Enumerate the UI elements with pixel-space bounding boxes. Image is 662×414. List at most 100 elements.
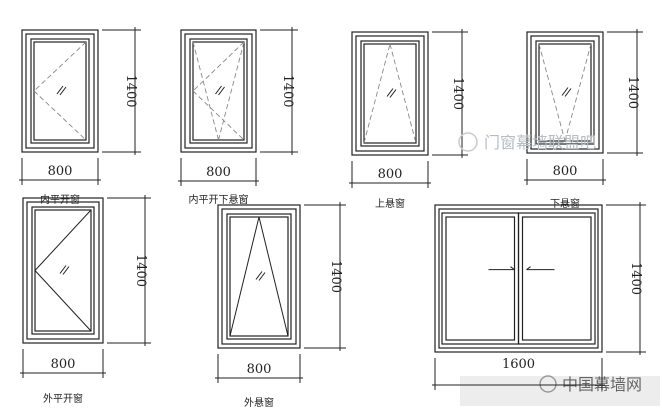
opening-line: [34, 270, 92, 332]
opening-line: [258, 216, 289, 337]
width-dimension: 800: [215, 354, 303, 383]
opening-line: [363, 43, 391, 144]
glass-mark: [59, 86, 67, 96]
width-dim-text: 800: [48, 164, 73, 179]
height-dim-text: 1400: [625, 76, 640, 109]
right-glass: [521, 216, 592, 341]
watermark-1: 门窗幕墙联盟吧: [458, 132, 596, 152]
glass: [229, 216, 289, 337]
outer-frame: [434, 204, 603, 353]
height-dim-text: 1400: [450, 77, 465, 110]
watermark-band: [460, 376, 660, 406]
width-dim-text: 1600: [502, 357, 535, 372]
height-dim-text: 1400: [628, 262, 643, 295]
sash: [535, 40, 595, 145]
glass-mark: [386, 88, 394, 97]
window-outward-top-hung: 1400 800 外悬窗: [215, 202, 346, 409]
chat-logo-icon: [539, 375, 557, 393]
left-glass: [445, 216, 516, 341]
opening-line: [564, 43, 592, 142]
opening-line: [192, 41, 219, 141]
frame-inner: [355, 35, 425, 152]
height-dimension: 1400: [304, 202, 346, 351]
opening-line: [192, 90, 245, 141]
opening-line: [229, 216, 260, 337]
chat-logo-icon: [458, 132, 478, 152]
width-dim-text: 800: [378, 167, 403, 182]
height-dim-text: 1400: [328, 260, 343, 293]
width-dimension: 800: [524, 159, 606, 185]
height-dimension: 1400: [607, 29, 643, 156]
window-inward-casement: 1400 800 内平开窗: [19, 27, 141, 206]
window-sliding: 1400 1600: [432, 202, 646, 390]
sash: [31, 206, 95, 335]
glass: [192, 41, 245, 141]
frame-inner: [26, 201, 100, 340]
glass-mark: [564, 88, 572, 97]
right-sash: [517, 212, 596, 345]
outer-frame: [217, 204, 301, 349]
glass-mark: [389, 89, 397, 98]
glass: [33, 41, 87, 141]
window-label: 下悬窗: [550, 197, 580, 210]
glass-mark: [62, 266, 70, 275]
opening-line: [389, 43, 417, 144]
glass: [34, 209, 92, 332]
height-dim-text: 1400: [280, 74, 295, 107]
width-dimension: 800: [19, 158, 101, 185]
width-dimension: 800: [20, 349, 106, 378]
glass: [538, 43, 592, 142]
sash: [189, 38, 248, 144]
window-label: 上悬窗: [375, 197, 405, 210]
outer-frame: [21, 29, 99, 153]
height-dimension: 1400: [107, 195, 151, 346]
left-sash: [441, 212, 520, 345]
width-dim-text: 800: [247, 362, 272, 377]
width-dimension: 800: [178, 158, 259, 186]
frame-inner: [184, 33, 253, 149]
watermark-text-1: 门窗幕墙联盟吧: [484, 133, 596, 152]
width-dimension: 800: [349, 161, 431, 188]
window-bottom-hung: 1400 800 下悬窗: [524, 29, 643, 210]
watermark-2: 中国幕墙网: [460, 375, 660, 406]
opening-line: [538, 43, 566, 142]
height-dimension: 1400: [102, 27, 141, 155]
window-label: 内平开下悬窗: [189, 193, 249, 206]
glass-mark: [59, 265, 67, 274]
frame-inner: [25, 33, 95, 149]
width-dimension: 1600: [432, 357, 605, 390]
opening-line: [218, 41, 245, 141]
opening-line: [33, 41, 87, 92]
window-outward-casement: 1400 800 外平开窗: [20, 195, 151, 405]
outer-frame: [180, 29, 257, 153]
frame-inner: [530, 35, 600, 150]
height-dimension: 1400: [606, 202, 646, 355]
glass-mark: [255, 271, 263, 280]
window-tilt-turn: 1400 800 内平开下悬窗: [178, 27, 298, 206]
opening-line: [33, 90, 87, 141]
sash: [226, 213, 292, 340]
frame-inner: [221, 208, 297, 345]
width-dim-text: 800: [51, 357, 76, 372]
opening-line: [34, 209, 92, 271]
arrow-left-icon: [526, 266, 531, 271]
window-label: 外平开窗: [43, 392, 83, 405]
height-dimension: 1400: [432, 29, 468, 158]
window-label: 外悬窗: [244, 396, 274, 409]
window-label: 内平开窗: [40, 193, 80, 206]
frame-inner: [438, 208, 599, 349]
width-dim-text: 800: [553, 164, 578, 179]
glass-mark: [561, 87, 569, 96]
window-top-hung: 1400 800 上悬窗: [349, 29, 468, 210]
width-dim-text: 800: [206, 165, 231, 180]
glass-mark: [258, 272, 266, 281]
outer-frame: [351, 31, 429, 156]
glass-mark: [56, 85, 64, 95]
outer-frame: [526, 31, 604, 154]
opening-line: [192, 41, 245, 92]
arrow-right-icon: [510, 266, 515, 271]
height-dimension: 1400: [260, 27, 298, 155]
glass-mark: [215, 85, 222, 95]
